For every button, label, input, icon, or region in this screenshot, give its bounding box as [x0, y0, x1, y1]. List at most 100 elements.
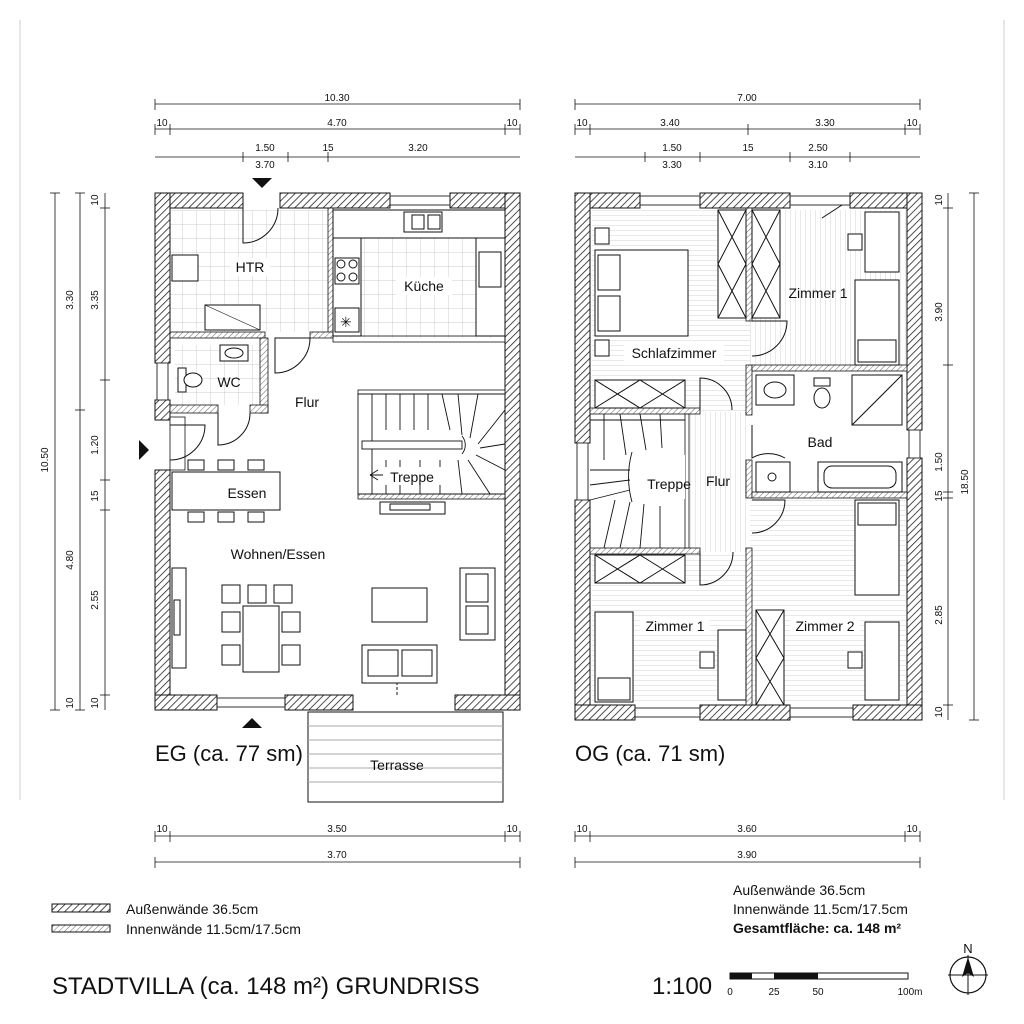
scale-label: 1:100	[652, 973, 712, 1000]
eg-dim-left-f: 15	[90, 490, 101, 502]
eg-dim-left-a: 3.30	[65, 290, 76, 310]
plan-title: STADTVILLA (ca. 148 m²) GRUNDRISS	[52, 973, 480, 1000]
og-doors	[699, 204, 843, 586]
eg-dims-top	[154, 99, 521, 162]
og-dim-top-b: 3.40	[660, 118, 680, 129]
eg-inner-walls	[169, 207, 506, 500]
scale-tick-0: 0	[727, 987, 733, 998]
scale-bar: 0 25 50 100m	[727, 972, 923, 998]
og-area-label: OG (ca. 71 sm)	[575, 741, 725, 766]
sideboard	[379, 501, 446, 515]
room-label-zimmer1-top: Zimmer 1	[788, 285, 847, 301]
summary-outer: Außenwände 36.5cm	[733, 882, 865, 898]
wc-fixtures	[177, 344, 249, 393]
room-label-flur: Flur	[295, 394, 319, 410]
og-flur-floor	[685, 412, 750, 552]
legend-inner-swatch	[51, 924, 111, 933]
eg-dims-bottom	[154, 831, 521, 868]
room-label-treppe: Treppe	[390, 469, 434, 485]
og-dim-bot-mid: 3.60	[737, 824, 757, 835]
og-dim-bot-total: 3.90	[737, 850, 757, 861]
og-dim-top-d: 10	[906, 118, 918, 129]
og-dim-bot-right: 10	[906, 824, 918, 835]
room-label-wc: WC	[217, 374, 240, 390]
og-dim-overall: 7.00	[737, 93, 757, 104]
eg-dim-bot-total: 3.70	[327, 850, 347, 861]
room-label-zimmer2: Zimmer 2	[795, 618, 854, 634]
og-dim-top-a: 10	[576, 118, 588, 129]
legend-outer-label: Außenwände 36.5cm	[126, 901, 258, 917]
eg-dim-left-e: 1.20	[90, 435, 101, 455]
room-label-essen: Essen	[228, 485, 267, 501]
eg-dim-bot-left: 10	[156, 824, 168, 835]
eg-dim-row3b: 3.70	[255, 160, 275, 171]
legend: Außenwände 36.5cm Innenwände 11.5cm/17.5…	[51, 901, 301, 937]
og-dims-right	[943, 192, 979, 721]
og-dim-right-total: 18.50	[960, 469, 971, 494]
og-dim-row3-a: 1.50	[662, 143, 682, 154]
eg-dim-row3-b: 15	[322, 143, 334, 154]
scale-tick-100: 100m	[897, 987, 922, 998]
og-dim-right-d: 15	[934, 490, 945, 502]
og-dim-top-c: 3.30	[815, 118, 835, 129]
og-dim-right-f: 10	[934, 706, 945, 718]
eg-dim-row3-a: 1.50	[255, 143, 275, 154]
eg-dim-bot-mid: 3.50	[327, 824, 347, 835]
scale-tick-25: 25	[768, 987, 780, 998]
eg-dim-left-b: 4.80	[65, 550, 76, 570]
legend-inner-label: Innenwände 11.5cm/17.5cm	[126, 921, 301, 937]
svg-text:✳: ✳	[340, 314, 352, 330]
eg-dim-left-total: 10.50	[40, 447, 51, 472]
room-label-og-treppe: Treppe	[647, 476, 691, 492]
north-arrow-icon: N	[948, 941, 988, 995]
og-outer-walls	[574, 192, 923, 721]
og-inner-walls	[589, 207, 908, 706]
og-dim-right-e: 2.85	[934, 605, 945, 625]
og-dim-right-b: 3.90	[934, 302, 945, 322]
og-dim-bot-left: 10	[576, 824, 588, 835]
entrance-arrow-left	[139, 440, 149, 460]
og-dim-row3b-b: 3.10	[808, 160, 828, 171]
eg-dim-left-g: 2.55	[90, 590, 101, 610]
eg-dim-left-h: 10	[90, 697, 101, 709]
room-label-kueche: Küche	[404, 278, 444, 294]
room-label-schlafzimmer: Schlafzimmer	[632, 345, 717, 361]
eg-area-label: EG (ca. 77 sm)	[155, 741, 303, 766]
eg-dim-row3-c: 3.20	[408, 143, 428, 154]
room-label-wohnen: Wohnen/Essen	[231, 546, 326, 562]
og-dims-bottom	[574, 831, 921, 868]
eg-dims-left	[50, 192, 110, 711]
eg-dim-left-i: 10	[65, 697, 76, 709]
eg-dim-left-d: 3.35	[90, 290, 101, 310]
og-beds-desks	[594, 211, 900, 703]
og-dims-top	[574, 99, 921, 162]
eg-dim-overall: 10.30	[324, 93, 349, 104]
scale-tick-50: 50	[812, 987, 824, 998]
htr-fixtures	[171, 254, 261, 331]
eg-floor-plan: ✳	[139, 178, 521, 803]
eg-outer-walls	[154, 192, 521, 711]
entrance-arrow-bottom	[242, 718, 262, 728]
og-wardrobes	[594, 209, 785, 706]
room-label-htr: HTR	[236, 259, 265, 275]
room-label-zimmer1-bot: Zimmer 1	[645, 618, 704, 634]
terrace	[307, 711, 504, 803]
og-bathroom-fixtures	[755, 374, 903, 493]
og-floor-plan: Zimmer 1 Schlafzimmer Bad Treppe Flur Zi…	[574, 192, 923, 766]
og-dim-right-a: 10	[934, 194, 945, 206]
og-dim-row3b-a: 3.30	[662, 160, 682, 171]
og-dim-row3-c: 2.50	[808, 143, 828, 154]
eg-dim-bot-right: 10	[506, 824, 518, 835]
room-label-bad: Bad	[808, 434, 833, 450]
room-label-terrasse: Terrasse	[370, 757, 424, 773]
north-label: N	[963, 941, 972, 956]
legend-outer-swatch	[51, 903, 111, 913]
living-furniture	[171, 567, 496, 684]
eg-dim-top-left: 10	[156, 118, 168, 129]
og-stairs	[589, 413, 685, 549]
og-dim-row3-b: 15	[742, 143, 754, 154]
summary-inner: Innenwände 11.5cm/17.5cm	[733, 901, 908, 917]
og-dim-right-c: 1.50	[934, 452, 945, 472]
eg-dim-left-c: 10	[90, 194, 101, 206]
